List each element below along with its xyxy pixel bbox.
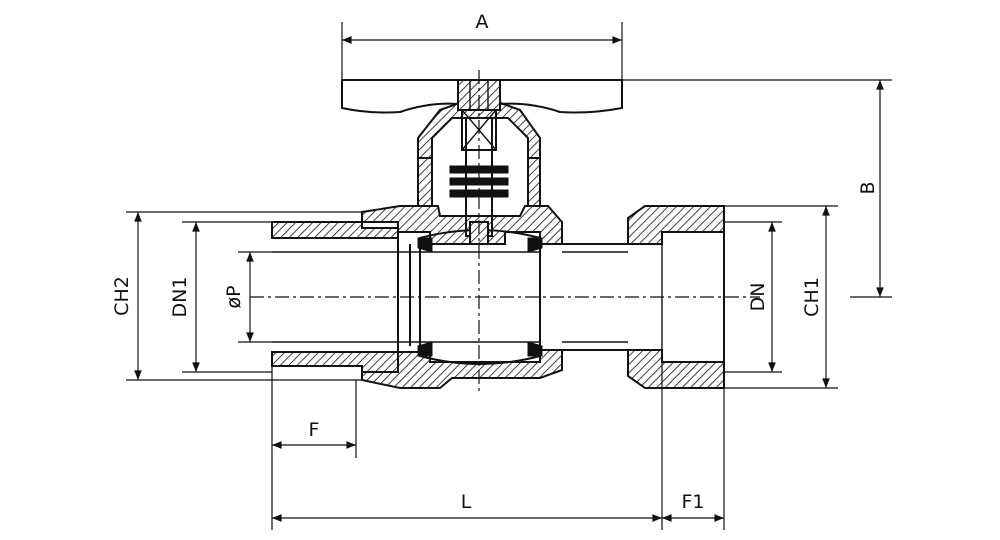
dimension-ch2: CH2 bbox=[111, 211, 362, 381]
dimension-label-dn1: DN1 bbox=[169, 277, 191, 318]
dimension-label-f: F bbox=[309, 419, 320, 441]
dimension-f: F bbox=[271, 366, 357, 458]
dimension-label-ch2: CH2 bbox=[111, 276, 133, 316]
dimension-a: A bbox=[341, 11, 623, 80]
dimension-label-ch1: CH1 bbox=[801, 277, 823, 317]
dimension-f1: F1 bbox=[661, 388, 725, 530]
dimension-dn1: DN1 bbox=[169, 221, 272, 373]
dimension-label-p: øP bbox=[223, 285, 245, 308]
dimension-label-f1: F1 bbox=[681, 491, 704, 513]
dimension-label-a: A bbox=[476, 11, 489, 33]
centerlines bbox=[250, 70, 760, 395]
dimension-label-l: L bbox=[461, 491, 472, 513]
dimension-p: øP bbox=[223, 251, 272, 343]
dimension-ch1: CH1 bbox=[724, 205, 838, 389]
valve-body bbox=[271, 205, 628, 389]
dimension-l: L bbox=[271, 362, 663, 530]
dimension-dn: DN bbox=[724, 221, 782, 373]
dimension-label-b: B bbox=[857, 181, 879, 194]
butterfly-handle bbox=[341, 79, 623, 114]
union-nut bbox=[627, 205, 725, 389]
dimension-label-dn: DN bbox=[747, 283, 769, 312]
dimension-b: B bbox=[622, 79, 892, 298]
stem-assembly bbox=[417, 79, 541, 245]
